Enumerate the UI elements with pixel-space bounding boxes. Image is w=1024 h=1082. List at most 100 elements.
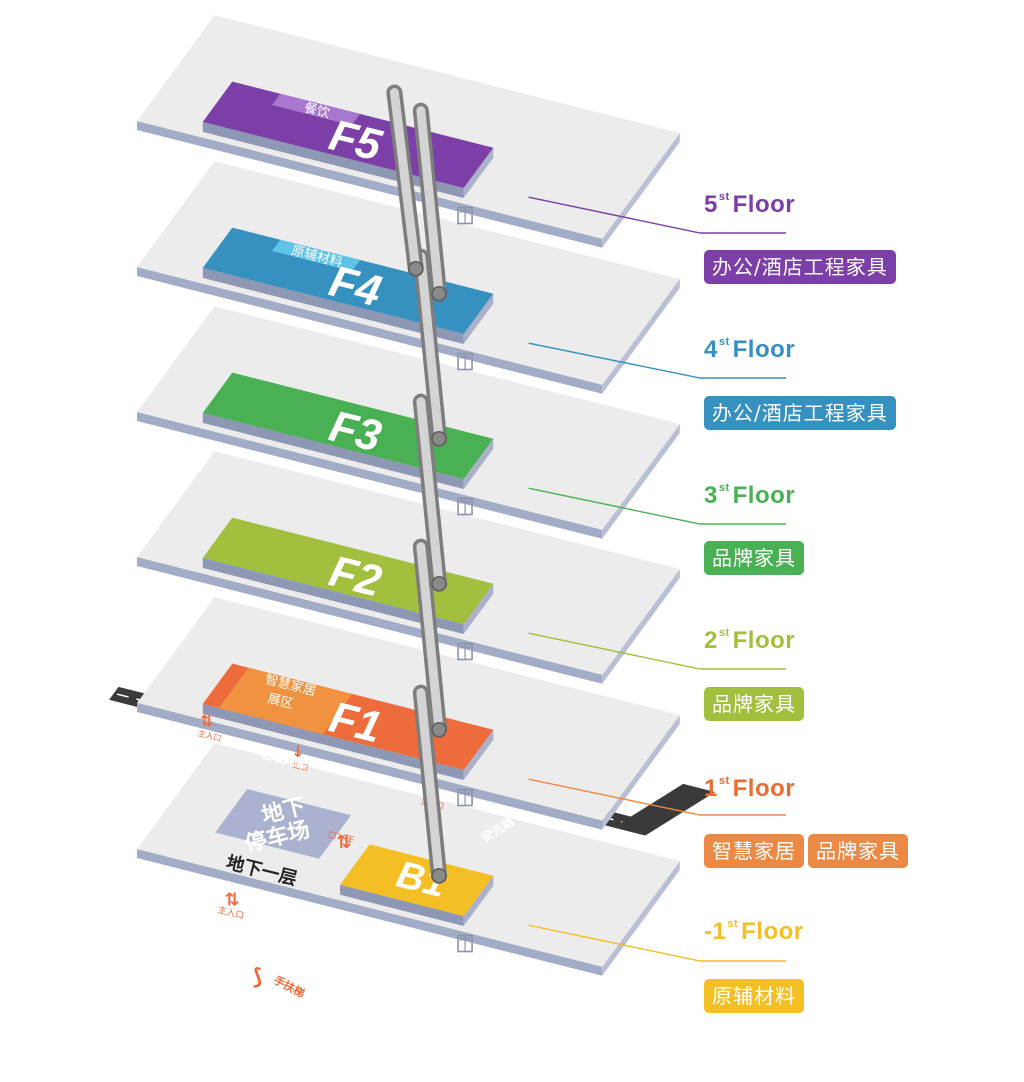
slab-front [137,121,603,248]
elevator-arrows [459,790,471,796]
escalator-icon: ⟆ [252,965,262,990]
floor-tag-f1: 智慧家居 [704,834,804,868]
block-side [463,438,494,489]
parking-area [215,789,351,859]
elevator-arrows [459,208,471,214]
floor-suffix: st [718,482,730,494]
floor-number: 2 [704,627,718,654]
slab-side [602,715,680,830]
floor-tag-f5: 办公/酒店工程家具 [704,250,896,284]
escalator-f2-down-rail [416,542,444,735]
slab-front [137,703,603,830]
escalator-f2-down-foot [431,722,447,738]
elevator-icon [457,642,473,661]
zone-label-f1-line-2: 展区 [266,691,295,712]
floor-tag-b1: 原辅材料 [704,979,804,1013]
floor-suffix: st [718,336,730,348]
escalator-f3-down-foot [431,576,447,592]
leader-line-f4 [528,342,786,379]
escalator-f4-down-rail [416,252,444,444]
floor-word: Floor [732,775,796,802]
zone-label-f5: 餐饮 [302,100,331,122]
slab-front [137,267,603,394]
elevator-arrows [459,499,471,505]
floor-word: Floor [732,627,796,654]
floor-suffix: st [718,627,730,639]
arrow-icon: ⇅ [336,832,351,853]
leader-line-f5 [528,196,786,234]
floor-number: -1 [704,918,727,945]
slab-side [602,133,680,248]
floor-word: Floor [732,191,796,218]
slab-side [602,861,680,976]
elevator-icon [457,788,473,807]
floor-f3: F3 [137,306,680,539]
block-side [463,729,494,780]
zone-f1 [218,667,352,735]
elevator-icon [457,206,473,225]
floor-suffix: st [718,191,730,203]
leader-lines-layer [528,196,786,962]
block-side [463,147,494,198]
slab-side [602,279,680,394]
block-label: F4 [325,256,387,316]
block-side [463,293,494,344]
zone-f5 [271,93,360,126]
escalator-f1-down-foot [431,868,447,884]
leader-line-f1 [528,778,786,816]
arrow-icon: ⇅ [225,890,240,911]
slab-side [602,569,680,684]
arrow-icon: ⇅ [200,711,213,730]
slab-side [602,424,680,539]
escalator-f1-down-rail [416,688,444,881]
slab-front [137,849,603,976]
escalator-f5-down-foot [431,286,447,302]
block-front [202,557,464,634]
floor-tag-f4: 办公/酒店工程家具 [704,396,896,430]
elevator-arrows [459,644,471,650]
block-front [340,884,464,926]
leader-line-f2 [528,632,786,670]
floor-number: 3 [704,482,718,509]
escalator-f5-down-2-foot [408,261,424,277]
block-front [202,703,464,780]
elevator-icon [457,352,473,371]
floor-suffix: st [718,775,730,787]
escalator-f5-down-rail [416,106,444,299]
zone-f4 [271,239,360,272]
elevator-arrows [459,354,471,360]
floor-tag-f3: 品牌家具 [704,541,804,575]
exit-label: 出口 [292,759,310,773]
block-label: F5 [325,110,387,170]
slab-front [137,557,603,684]
leader-line-f3 [528,487,786,525]
floor-word: Floor [732,482,796,509]
elevator-icon [457,934,473,953]
floor-suffix: st [727,918,739,930]
block-top-b1 [340,844,494,916]
floors-layer: 地下停车场地下一层B1主入口⇅主入口⇅⟆手扶梯智慧家居展区F1⇅主入口↓出口↖主… [137,15,680,1000]
floor-word: Floor [741,918,804,945]
slab-front [137,412,603,539]
floor-number: 1 [704,775,718,802]
floor-tag-f1: 品牌家具 [808,834,908,868]
block-front [202,267,464,344]
block-side [463,875,494,926]
arrow-icon: ↓ [291,742,304,761]
leader-line-b1 [528,924,786,962]
block-label: F1 [325,692,387,752]
escalator-label: 手扶梯 [271,973,307,1001]
floor-number: 4 [704,336,718,363]
escalator-f5-down-2-rail [389,88,421,274]
block-side [463,583,494,634]
block-label: F3 [325,401,387,461]
escalator-f4-down-foot [431,431,447,447]
floor-word: Floor [732,336,796,363]
